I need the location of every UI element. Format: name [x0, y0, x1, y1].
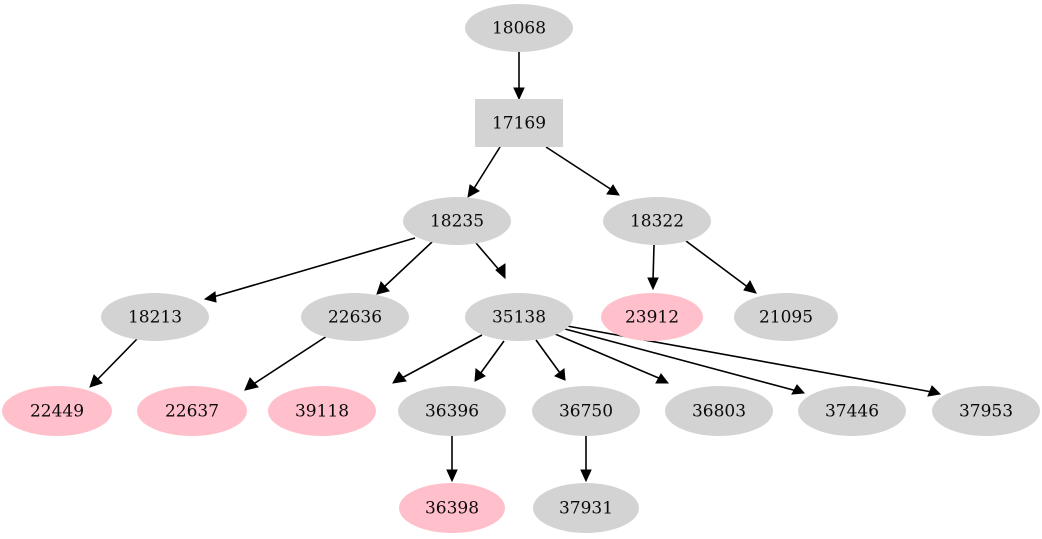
node-ellipse-shape[interactable]	[301, 293, 409, 341]
graph-edge	[545, 146, 620, 196]
arrowhead-icon	[927, 385, 942, 397]
graph-node[interactable]: 22636	[301, 293, 409, 341]
graph-edge	[685, 240, 757, 294]
node-ellipse-shape[interactable]	[532, 386, 640, 436]
graph-node[interactable]: 21095	[734, 293, 838, 341]
node-ellipse-shape[interactable]	[601, 293, 703, 341]
edge-line	[472, 146, 501, 191]
edge-line	[95, 338, 138, 382]
edge-line	[564, 328, 798, 392]
arrowhead-icon	[606, 184, 620, 196]
node-ellipse-shape[interactable]	[465, 293, 573, 341]
graph-edge	[513, 52, 525, 101]
node-ellipse-shape[interactable]	[101, 293, 209, 341]
edge-line	[685, 240, 750, 289]
graph-edge	[392, 334, 483, 384]
arrowhead-icon	[513, 87, 525, 101]
edges-layer	[89, 52, 942, 483]
graph-node[interactable]: 22637	[137, 386, 247, 436]
node-ellipse-shape[interactable]	[603, 197, 711, 245]
graph-node[interactable]: 17169	[475, 99, 563, 147]
graph-node[interactable]: 37953	[932, 386, 1040, 436]
arrowhead-icon	[791, 384, 806, 395]
graph-edge	[203, 237, 416, 303]
arrowhead-icon	[376, 281, 390, 295]
graph-node[interactable]: 22449	[2, 386, 112, 436]
node-ellipse-shape[interactable]	[665, 386, 773, 436]
edge-line	[475, 242, 501, 272]
graph-edge	[244, 335, 328, 391]
arrowhead-icon	[467, 184, 480, 198]
arrowhead-icon	[446, 469, 458, 483]
node-ellipse-shape[interactable]	[268, 386, 376, 436]
graph-node[interactable]: 18322	[603, 197, 711, 245]
edge-line	[382, 241, 433, 289]
graph-node[interactable]: 18235	[403, 197, 511, 245]
arrowhead-icon	[495, 263, 506, 280]
node-ellipse-shape[interactable]	[403, 197, 511, 245]
edge-line	[554, 333, 662, 380]
node-ellipse-shape[interactable]	[399, 483, 505, 533]
graph-node[interactable]: 36398	[399, 483, 505, 533]
edge-line	[251, 335, 328, 386]
node-ellipse-shape[interactable]	[2, 386, 112, 436]
graph-node[interactable]: 37931	[533, 483, 639, 533]
graph-edge	[564, 328, 806, 395]
edge-line	[545, 146, 613, 191]
arrowhead-icon	[392, 371, 407, 384]
edge-line	[652, 244, 655, 282]
arrowhead-icon	[203, 291, 217, 303]
node-ellipse-shape[interactable]	[734, 293, 838, 341]
graph-node[interactable]: 23912	[601, 293, 703, 341]
graph-edge	[446, 436, 458, 483]
graph-edge	[376, 241, 433, 295]
arrowhead-icon	[244, 377, 259, 391]
node-ellipse-shape[interactable]	[533, 483, 639, 533]
arrowhead-icon	[647, 277, 659, 291]
edge-line	[479, 340, 505, 375]
graph-edge	[580, 436, 592, 483]
graph-node[interactable]: 36750	[532, 386, 640, 436]
node-box-shape[interactable]	[475, 99, 563, 147]
arrowhead-icon	[580, 469, 592, 483]
node-ellipse-shape[interactable]	[398, 386, 506, 436]
graph-node[interactable]: 37446	[798, 386, 906, 436]
graph-node[interactable]: 36396	[398, 386, 506, 436]
node-ellipse-shape[interactable]	[465, 4, 573, 52]
arrowhead-icon	[554, 368, 566, 381]
arrowhead-icon	[474, 368, 486, 382]
graph-edge	[647, 244, 659, 291]
nodes-layer: 18068 17169 18235 18322 18213 22636 35138 23912…	[2, 4, 1040, 533]
arrowhead-icon	[743, 280, 757, 294]
arrowhead-icon	[89, 374, 103, 388]
arrowhead-icon	[655, 373, 670, 384]
node-ellipse-shape[interactable]	[932, 386, 1040, 436]
graph-node[interactable]: 39118	[268, 386, 376, 436]
graph-edge	[554, 333, 670, 384]
graph-edge	[467, 146, 501, 198]
graph-node[interactable]: 18213	[101, 293, 209, 341]
edge-line	[399, 334, 483, 380]
graph-edge	[474, 340, 505, 382]
graph-edge	[535, 339, 566, 381]
graph-node[interactable]: 18068	[465, 4, 573, 52]
node-ellipse-shape[interactable]	[798, 386, 906, 436]
edge-line	[535, 339, 561, 374]
node-ellipse-shape[interactable]	[137, 386, 247, 436]
graph-edge	[89, 338, 138, 388]
edge-line	[212, 237, 416, 298]
graph-node[interactable]: 36803	[665, 386, 773, 436]
graph-node[interactable]: 35138	[465, 293, 573, 341]
graph-edge	[475, 242, 506, 280]
